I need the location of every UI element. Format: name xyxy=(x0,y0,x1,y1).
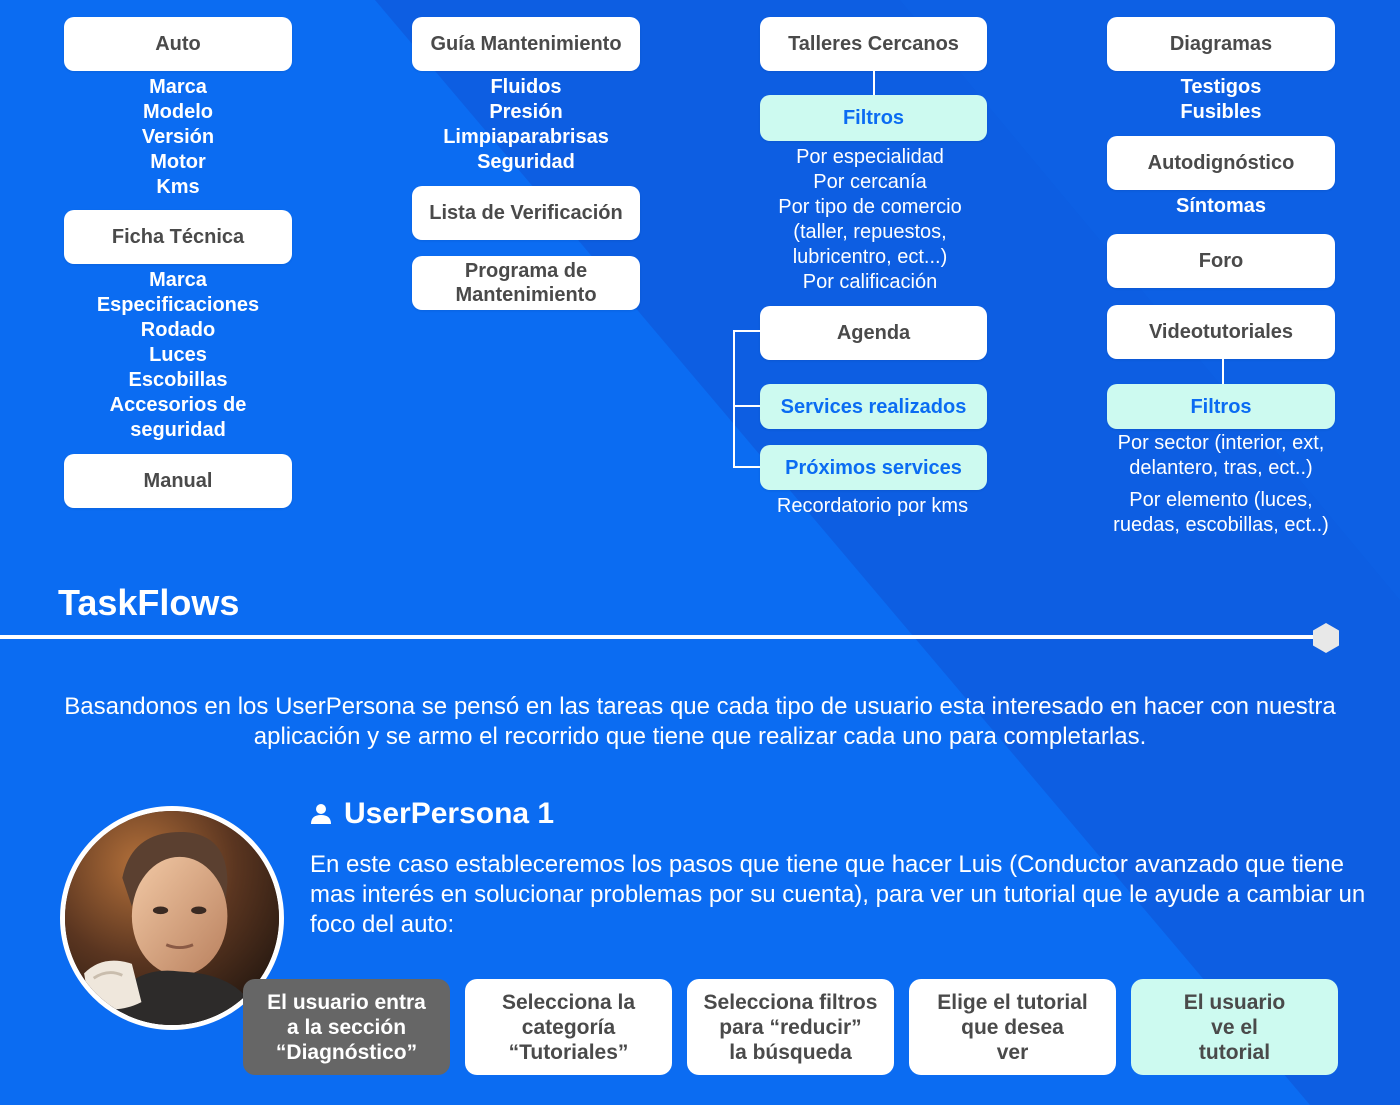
step-text: tutorial xyxy=(1198,1040,1271,1064)
list-item: Motor xyxy=(150,151,206,173)
persona-title: UserPersona 1 xyxy=(310,797,554,831)
persona-description: En este caso estableceremos los pasos qu… xyxy=(310,851,1366,938)
sector-items-list: Por sector (interior, ext, delantero, tr… xyxy=(1090,431,1352,481)
step-text: que desea xyxy=(961,1015,1064,1039)
elemento-items-list: Por elemento (luces, ruedas, escobillas,… xyxy=(1090,488,1352,538)
step-text: a la sección xyxy=(286,1015,407,1039)
list-item: Síntomas xyxy=(1175,195,1267,217)
list-item: Modelo xyxy=(143,101,213,123)
step-text: “Tutoriales” xyxy=(508,1040,629,1064)
box-autodiagnostico[interactable]: Autodignóstico xyxy=(1107,136,1335,190)
box-filtros-videos[interactable]: Filtros xyxy=(1107,384,1335,429)
list-item: Luces xyxy=(149,344,207,366)
step-text: “Diagnóstico” xyxy=(275,1040,418,1064)
step-1[interactable]: El usuario entra a la sección “Diagnósti… xyxy=(243,979,450,1075)
connector-line xyxy=(733,405,760,407)
list-item: Versión xyxy=(141,126,215,148)
list-item: Especificaciones xyxy=(96,294,260,316)
step-5[interactable]: El usuario ve el tutorial xyxy=(1131,979,1338,1075)
list-item: Por especialidad xyxy=(796,146,944,168)
list-item: Presión xyxy=(489,101,563,123)
connector-line xyxy=(733,330,735,468)
section-title: TaskFlows xyxy=(58,582,240,623)
box-programa-mantenimiento[interactable]: Programa de Mantenimiento xyxy=(412,256,640,310)
box-filtros-talleres[interactable]: Filtros xyxy=(760,95,987,141)
list-item: Marca xyxy=(149,76,207,98)
taskflows-intro: Basandonos en los UserPersona se pensó e… xyxy=(64,693,1336,750)
connector-line xyxy=(733,330,760,332)
step-text: para “reducir” xyxy=(719,1015,862,1039)
list-item: Marca xyxy=(149,269,207,291)
list-item: Testigos xyxy=(1180,76,1262,98)
list-item: delantero, tras, ect..) xyxy=(1129,457,1313,479)
box-services-realizados[interactable]: Services realizados xyxy=(760,384,987,429)
step-text: Selecciona la xyxy=(501,990,636,1014)
step-text: El usuario xyxy=(1183,990,1286,1014)
box-label-line: Programa de xyxy=(464,260,588,282)
box-lista-verificacion[interactable]: Lista de Verificación xyxy=(412,186,640,240)
connector-line xyxy=(873,71,875,95)
list-item: Escobillas xyxy=(128,369,228,391)
box-ficha-tecnica[interactable]: Ficha Técnica xyxy=(64,210,292,264)
step-text: categoría xyxy=(521,1015,616,1039)
connector-line xyxy=(1222,359,1224,384)
list-item: seguridad xyxy=(130,419,226,441)
hexagon-icon xyxy=(1313,623,1339,653)
list-item: Rodado xyxy=(140,319,216,341)
guia-items-list: Fluidos Presión Limpiaparabrisas Segurid… xyxy=(412,75,640,175)
list-item: (taller, repuestos, xyxy=(793,221,947,243)
section-divider xyxy=(0,635,1326,639)
list-item: Recordatorio por kms xyxy=(776,495,969,517)
step-text: ver xyxy=(996,1040,1029,1064)
recordatorio-text: Recordatorio por kms xyxy=(745,494,1000,519)
box-agenda[interactable]: Agenda xyxy=(760,306,987,360)
persona-title-text: UserPersona 1 xyxy=(344,797,555,830)
step-text: ve el xyxy=(1211,1015,1258,1039)
list-item: Por sector (interior, ext, xyxy=(1117,432,1325,454)
box-diagramas[interactable]: Diagramas xyxy=(1107,17,1335,71)
list-item: lubricentro, ect...) xyxy=(792,246,948,268)
list-item: Fusibles xyxy=(1180,101,1262,123)
list-item: Seguridad xyxy=(477,151,575,173)
step-2[interactable]: Selecciona la categoría “Tutoriales” xyxy=(465,979,672,1075)
list-item: Por cercanía xyxy=(813,171,927,193)
list-item: Por calificación xyxy=(802,271,938,293)
box-guia-mantenimiento[interactable]: Guía Mantenimiento xyxy=(412,17,640,71)
step-text: El usuario entra xyxy=(267,990,426,1014)
sintomas-list: Síntomas xyxy=(1107,194,1335,219)
list-item: Kms xyxy=(156,176,200,198)
step-3[interactable]: Selecciona filtros para “reducir” la bús… xyxy=(687,979,894,1075)
box-talleres-cercanos[interactable]: Talleres Cercanos xyxy=(760,17,987,71)
diagramas-items-list: Testigos Fusibles xyxy=(1107,75,1335,125)
box-foro[interactable]: Foro xyxy=(1107,234,1335,288)
user-icon xyxy=(311,804,331,824)
list-item: Limpiaparabrisas xyxy=(443,126,609,148)
filtros-talleres-list: Por especialidad Por cercanía Por tipo d… xyxy=(745,145,995,295)
box-videotutoriales[interactable]: Videotutoriales xyxy=(1107,305,1335,359)
step-text: Selecciona filtros xyxy=(703,990,878,1014)
step-4[interactable]: Elige el tutorial que desea ver xyxy=(909,979,1116,1075)
step-text: la búsqueda xyxy=(729,1040,852,1064)
list-item: ruedas, escobillas, ect..) xyxy=(1113,514,1329,536)
box-label-line: Mantenimiento xyxy=(455,284,597,306)
connector-line xyxy=(733,466,760,468)
box-auto[interactable]: Auto xyxy=(64,17,292,71)
auto-items-list: Marca Modelo Versión Motor Kms xyxy=(64,75,292,200)
ficha-items-list: Marca Especificaciones Rodado Luces Esco… xyxy=(64,268,292,443)
step-text: Elige el tutorial xyxy=(937,990,1088,1014)
box-proximos-services[interactable]: Próximos services xyxy=(760,445,987,490)
list-item: Por elemento (luces, xyxy=(1129,489,1313,511)
list-item: Accesorios de xyxy=(109,394,247,416)
list-item: Fluidos xyxy=(490,76,562,98)
box-manual[interactable]: Manual xyxy=(64,454,292,508)
list-item: Por tipo de comercio xyxy=(778,196,962,218)
